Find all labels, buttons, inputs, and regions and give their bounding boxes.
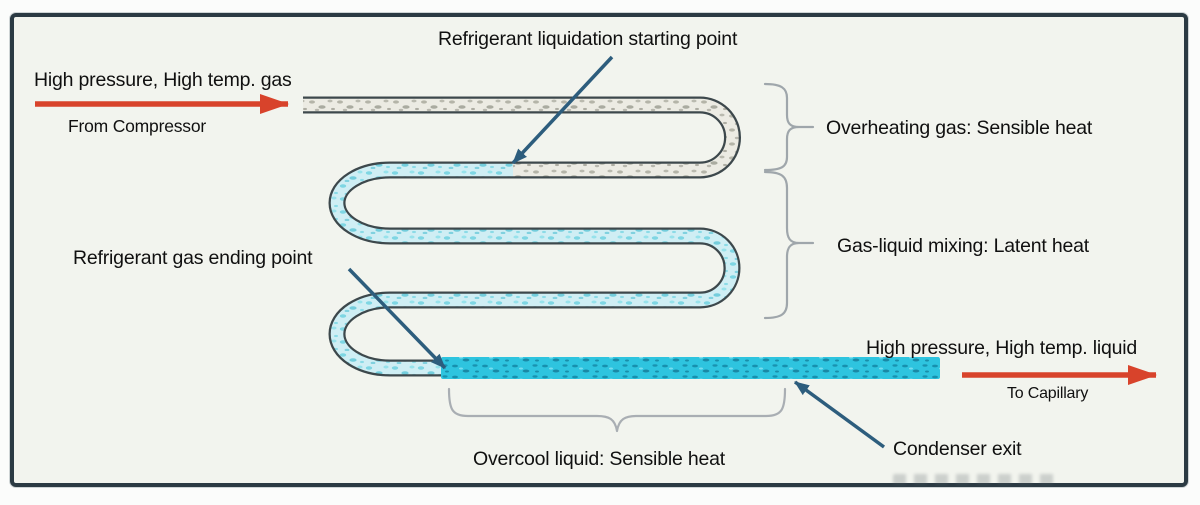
brace-mixing — [763, 170, 815, 320]
label-zone-overheating: Overheating gas: Sensible heat — [826, 117, 1093, 139]
coil-gas-segment — [303, 98, 739, 177]
label-inlet-subtitle: From Compressor — [68, 116, 206, 136]
condenser-exit-arrow — [793, 380, 886, 449]
label-outlet-title: High pressure, High temp. liquid — [866, 337, 1138, 359]
diagram-frame — [10, 13, 1188, 487]
label-gas-ending: Refrigerant gas ending point — [73, 247, 313, 269]
label-zone-overcool: Overcool liquid: Sensible heat — [473, 448, 725, 470]
brace-overcool — [447, 387, 787, 433]
label-liquidation-start: Refrigerant liquidation starting point — [438, 28, 738, 50]
label-zone-mixing: Gas-liquid mixing: Latent heat — [837, 235, 1089, 257]
label-outlet-subtitle: To Capillary — [1007, 385, 1089, 402]
label-condenser-exit: Condenser exit — [893, 438, 1022, 460]
brace-overheating — [763, 82, 815, 172]
coil-liquid-bar — [441, 357, 940, 379]
watermark-smudge — [893, 474, 1058, 485]
liquidation-start-arrow — [511, 55, 614, 165]
gas-ending-arrow — [347, 267, 447, 370]
label-inlet-title: High pressure, High temp. gas — [34, 69, 292, 91]
coil-mixing-segment — [330, 163, 739, 375]
